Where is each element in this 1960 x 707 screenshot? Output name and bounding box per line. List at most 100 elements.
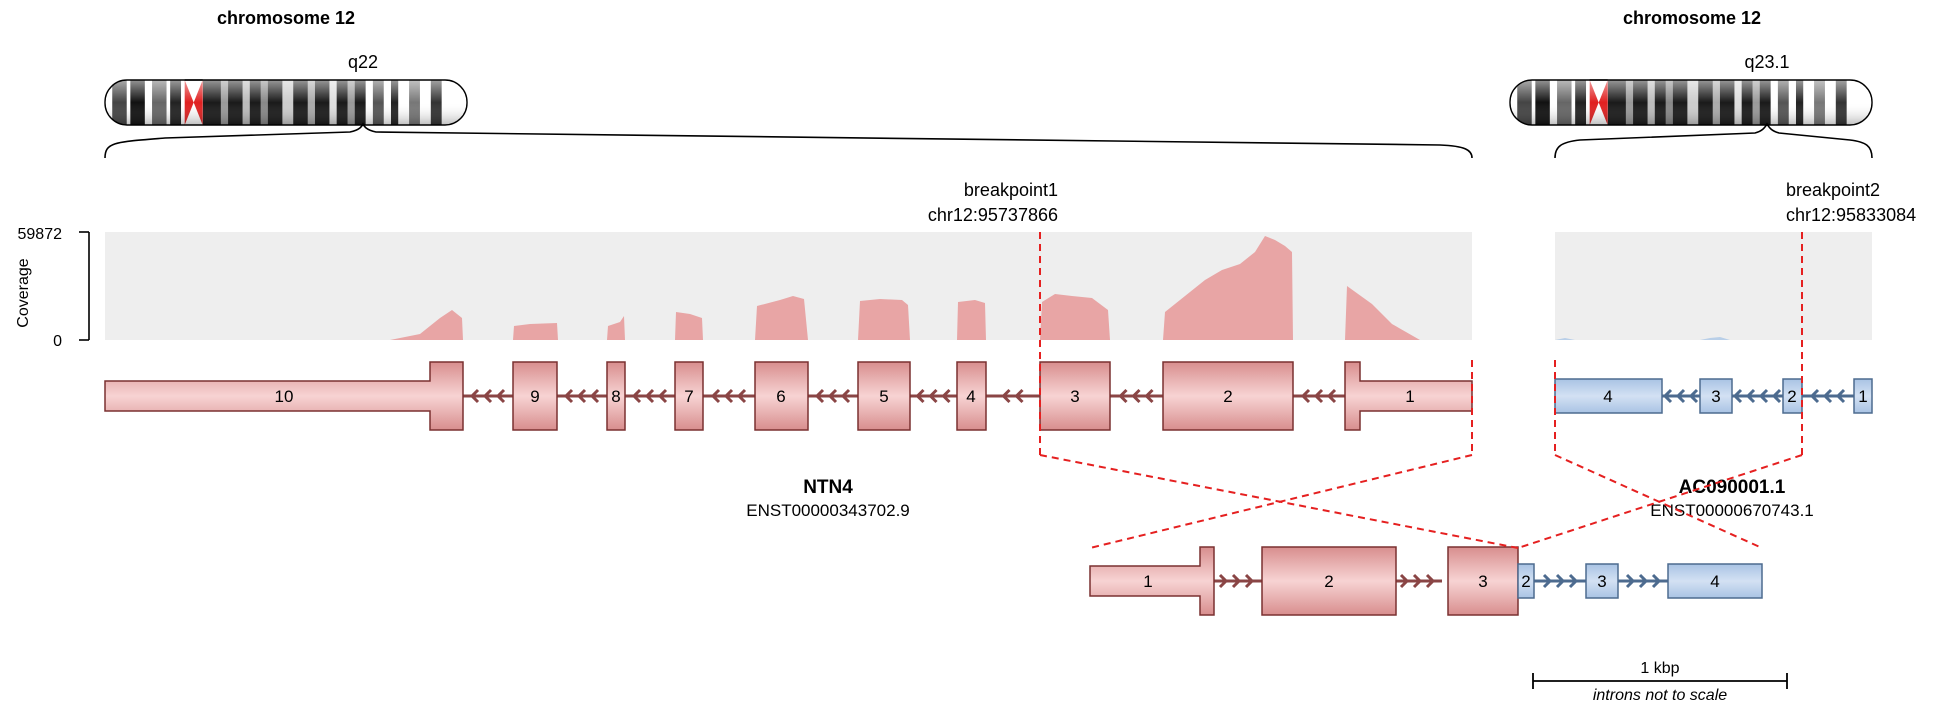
strand-arrow	[1688, 388, 1699, 404]
exon: 2	[1782, 378, 1803, 414]
gene1-name: NTN4	[803, 477, 853, 498]
strand-arrow	[736, 388, 747, 404]
exon: 1	[1089, 546, 1215, 616]
strand-arrow	[1231, 573, 1242, 589]
exon: 3	[1447, 546, 1519, 616]
strand-arrow	[1732, 388, 1743, 404]
strand-arrow	[928, 388, 938, 404]
exon: 4	[1554, 378, 1663, 414]
strand-arrow	[1014, 388, 1024, 404]
strand-arrow	[1118, 388, 1128, 404]
exon-number: 3	[1478, 572, 1487, 591]
coverage-axis-label: Coverage	[15, 258, 32, 327]
exon-box	[1667, 563, 1763, 599]
exon: 3	[1039, 361, 1111, 431]
scale-bar-label: 1 kbp	[1640, 660, 1679, 677]
right-chromosome-band: q23.1	[1744, 52, 1789, 72]
gene2-name: AC090001.1	[1679, 477, 1786, 498]
strand-arrow	[1771, 388, 1782, 404]
strand-arrow	[1745, 388, 1756, 404]
strand-arrow	[1001, 388, 1011, 404]
strand-arrow	[1313, 388, 1324, 404]
exon-box	[1162, 361, 1294, 431]
left-zoom-brace	[104, 122, 1473, 159]
breakpoint2-label: breakpoint2	[1786, 180, 1880, 200]
strand-arrow	[1144, 388, 1154, 404]
strand-arrow	[657, 388, 668, 404]
strand-arrow	[1412, 573, 1423, 589]
right-chromosome-ideogram	[1509, 79, 1873, 126]
coverage-max-label: 59872	[18, 226, 63, 243]
exon-box	[1517, 563, 1535, 599]
strand-arrow	[1625, 573, 1636, 589]
gene1-transcript: ENST00000343702.9	[746, 501, 910, 520]
gene2-transcript: ENST00000670743.1	[1650, 501, 1814, 520]
strand-arrow	[1568, 573, 1579, 589]
exon: 5	[857, 361, 911, 431]
exon: 8	[606, 361, 626, 431]
scale-bar	[1532, 673, 1788, 689]
ideogram-outline	[104, 79, 468, 126]
exon-box	[857, 361, 911, 431]
exon: 6	[754, 361, 809, 431]
breakpoint2-coord: chr12:95833084	[1786, 205, 1916, 225]
exon-number: 6	[776, 387, 785, 406]
coverage-track-gene2	[1555, 232, 1872, 340]
exon-box	[1853, 378, 1873, 414]
strand-arrow	[1809, 388, 1820, 404]
strand-arrow	[1662, 388, 1673, 404]
coverage-min-label: 0	[53, 333, 62, 350]
left-chromosome-title: chromosome 12	[217, 8, 355, 28]
exon-box	[1782, 378, 1803, 414]
exon-box	[1447, 546, 1519, 616]
strand-arrow	[576, 388, 587, 404]
exon-number: 4	[966, 387, 975, 406]
exon-box	[512, 361, 558, 431]
exon: 4	[956, 361, 987, 431]
exon-number: 2	[1324, 572, 1333, 591]
strand-arrow	[1758, 388, 1769, 404]
strand-arrow	[840, 388, 851, 404]
gene2-track: 4 3 2 1	[1554, 378, 1873, 414]
exon-box	[1261, 546, 1397, 616]
strand-arrow	[1326, 388, 1337, 404]
strand-arrow	[589, 388, 600, 404]
strand-arrow	[631, 388, 642, 404]
strand-arrow	[1131, 388, 1141, 404]
exon: 9	[512, 361, 558, 431]
exon-box	[1585, 563, 1619, 599]
breakpoint1-label: breakpoint1	[964, 180, 1058, 200]
exon-number: 7	[684, 387, 693, 406]
strand-arrow	[482, 388, 493, 404]
exon-number: 3	[1070, 387, 1079, 406]
coverage-axis	[79, 231, 90, 341]
exon-number: 5	[879, 387, 888, 406]
strand-arrow	[1300, 388, 1311, 404]
strand-arrow	[1822, 388, 1833, 404]
exon-box	[1699, 378, 1733, 414]
strand-arrow	[495, 388, 506, 404]
exon-box	[754, 361, 809, 431]
exon-number: 2	[1223, 387, 1232, 406]
breakpoint-lines	[1039, 232, 1803, 549]
breakpoint1-coord: chr12:95737866	[928, 205, 1058, 225]
exon-number: 4	[1710, 572, 1719, 591]
left-chromosome-band: q22	[348, 52, 378, 72]
exon: 2	[1162, 361, 1294, 431]
exon-number: 3	[1711, 387, 1720, 406]
exon-number: 2	[1787, 387, 1796, 406]
exon-number: 1	[1143, 572, 1152, 591]
ideogram-outline	[1509, 79, 1873, 126]
exon: 3	[1585, 563, 1619, 599]
exon-box	[1089, 546, 1215, 616]
exon-number: 8	[611, 387, 620, 406]
strand-arrow	[1651, 573, 1662, 589]
coverage-profile-gene2	[1555, 337, 1730, 340]
exon: 4	[1667, 563, 1763, 599]
exon: 1	[1853, 378, 1873, 414]
strand-arrow	[1555, 573, 1566, 589]
strand-arrow	[723, 388, 734, 404]
